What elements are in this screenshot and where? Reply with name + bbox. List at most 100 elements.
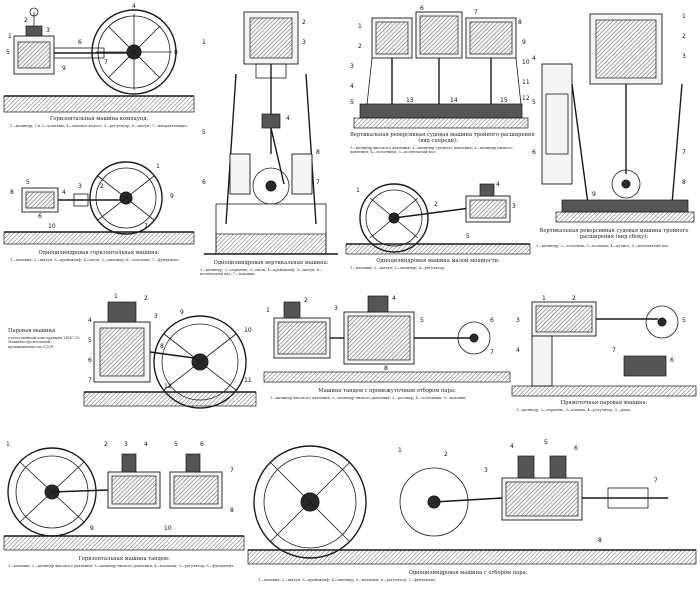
figure-legend: отечественной конструкции ЗЕПС-35 Машино…: [8, 336, 80, 349]
figure-caption: Одноцилиндровая горизонтальная машина:: [38, 250, 160, 256]
svg-text:6: 6: [574, 445, 578, 452]
svg-text:6: 6: [88, 357, 92, 364]
svg-text:9: 9: [180, 309, 184, 316]
svg-text:2: 2: [104, 441, 108, 448]
svg-text:1: 1: [8, 33, 12, 40]
svg-text:1: 1: [156, 163, 160, 170]
single-cylinder-high-power-drawing: 12 34 5: [345, 181, 531, 255]
svg-text:2: 2: [144, 295, 148, 302]
svg-text:7: 7: [682, 149, 686, 156]
svg-text:8: 8: [160, 343, 164, 350]
figure-legend: 1—цилиндр; 2—золотник; 3—колонна; 4—кули…: [536, 244, 670, 248]
svg-text:11: 11: [244, 377, 252, 384]
svg-text:3: 3: [124, 441, 128, 448]
svg-text:5: 5: [6, 49, 10, 56]
svg-text:1: 1: [266, 307, 270, 314]
single-cylinder-vertical-drawing: 12 34 56 78: [202, 11, 338, 255]
svg-text:9: 9: [170, 193, 174, 200]
svg-text:6: 6: [490, 317, 494, 324]
svg-text:5: 5: [466, 233, 470, 240]
svg-text:4: 4: [510, 443, 514, 450]
svg-text:4: 4: [62, 189, 66, 196]
figure-legend: 1—цилиндр; 2—поршень; 3—шток; 4—крейцкоп…: [200, 268, 323, 277]
figure-legend: 1—маховик; 2—шатун; 3—крейцкопф; 4—цилин…: [258, 578, 437, 582]
single-cylinder-extraction-drawing: 12 34 56 78: [247, 439, 697, 565]
svg-text:1: 1: [356, 187, 360, 194]
svg-text:6: 6: [200, 441, 204, 448]
svg-text:2: 2: [572, 295, 576, 302]
svg-text:9: 9: [90, 525, 94, 532]
figure-caption: Одноцилиндровая вертикальная машина:: [213, 260, 329, 266]
figure-legend: 1—маховик; 2—цилиндр высокого давления; …: [8, 564, 235, 568]
svg-text:7: 7: [474, 9, 478, 16]
svg-text:1: 1: [682, 13, 686, 20]
svg-text:4: 4: [286, 115, 290, 122]
svg-text:5: 5: [532, 99, 536, 106]
svg-text:4: 4: [88, 317, 92, 324]
svg-text:2: 2: [304, 297, 308, 304]
svg-text:6: 6: [420, 5, 424, 12]
svg-text:3: 3: [484, 467, 488, 474]
svg-text:4: 4: [350, 83, 354, 90]
svg-text:8: 8: [598, 537, 602, 544]
figure-caption: Прямоточная паровая машина:: [560, 400, 648, 406]
svg-text:1: 1: [6, 441, 10, 448]
svg-text:8: 8: [518, 19, 522, 26]
svg-text:14: 14: [450, 97, 458, 104]
svg-text:8: 8: [316, 149, 320, 156]
svg-text:3: 3: [512, 203, 516, 210]
svg-text:4: 4: [532, 55, 536, 62]
figure-caption: Вертикальная реверсивная судовая машина …: [350, 132, 535, 138]
figure-caption: Паровая машина: [8, 328, 55, 334]
svg-text:7: 7: [316, 179, 320, 186]
svg-text:6: 6: [38, 213, 42, 220]
svg-text:7: 7: [104, 59, 108, 66]
svg-text:7: 7: [490, 349, 494, 356]
svg-text:2: 2: [682, 33, 686, 40]
svg-text:3: 3: [682, 53, 686, 60]
figure-legend: 1—маховик; 2—шатун; 3—цилиндр; 4—регулят…: [350, 266, 446, 270]
svg-text:3: 3: [516, 317, 520, 324]
svg-text:15: 15: [500, 97, 508, 104]
figure-legend: 1—маховик; 2—шатун; 3—крейцкопф; 4—шток;…: [10, 258, 180, 262]
svg-text:1: 1: [542, 295, 546, 302]
svg-text:7: 7: [144, 223, 148, 230]
vertical-triple-expansion-side-drawing: 12 34 56 78 9: [532, 13, 695, 223]
figure-legend: 1—цилиндр высокого давления; 2—цилиндр с…: [350, 146, 513, 155]
svg-text:3: 3: [78, 183, 82, 190]
svg-text:1: 1: [358, 23, 362, 30]
svg-text:5: 5: [420, 317, 424, 324]
figure-caption: Одноцилиндровая машина малой мощности:: [376, 258, 500, 264]
figure-caption: Горизонтальная машина компаунд.: [49, 116, 149, 122]
horizontal-compound-drawing: 12 34 56 78 9: [3, 3, 195, 113]
svg-text:2: 2: [444, 451, 448, 458]
figure-legend: 1—цилиндр; 2—поршень; 3—клапан; 4—регуля…: [516, 408, 632, 412]
svg-text:2: 2: [100, 183, 104, 190]
svg-text:3: 3: [46, 27, 50, 34]
svg-text:6: 6: [78, 39, 82, 46]
svg-text:5: 5: [682, 317, 686, 324]
svg-text:6: 6: [670, 357, 674, 364]
svg-text:8: 8: [384, 365, 388, 372]
svg-text:13: 13: [406, 97, 414, 104]
svg-text:8: 8: [682, 179, 686, 186]
svg-text:2: 2: [358, 43, 362, 50]
svg-text:1: 1: [114, 293, 118, 300]
figure-legend: 1—цилиндр высокого давления; 2—цилиндр н…: [270, 396, 467, 400]
svg-text:4: 4: [496, 181, 500, 188]
figure-caption: Горизонтальная машина тандем:: [78, 556, 170, 562]
svg-text:3: 3: [350, 63, 354, 70]
svg-text:7: 7: [230, 467, 234, 474]
single-cylinder-horizontal-drawing: 12 34 56 78 910: [3, 161, 195, 245]
svg-text:6: 6: [532, 149, 536, 156]
svg-text:5: 5: [350, 99, 354, 106]
